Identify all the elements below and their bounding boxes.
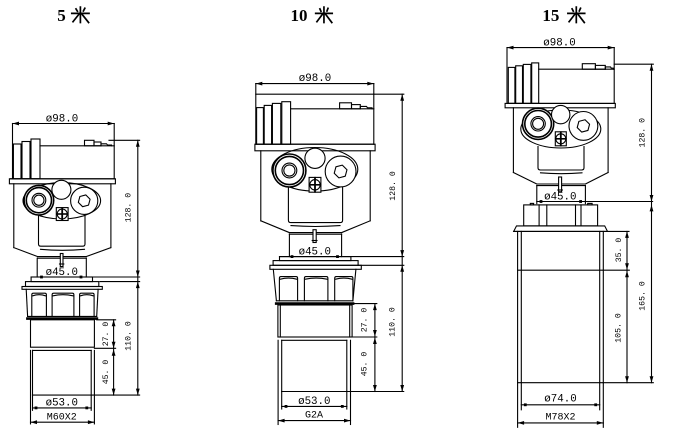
svg-text:110. 0: 110. 0 [389,307,398,337]
svg-text:ø53.0: ø53.0 [298,396,330,408]
svg-text:27. 0: 27. 0 [102,322,111,347]
svg-text:27. 0: 27. 0 [361,308,370,333]
svg-text:5: 5 [57,6,66,25]
svg-text:45. 0: 45. 0 [361,352,370,377]
svg-text:165. 0: 165. 0 [638,281,647,311]
svg-text:M60X2: M60X2 [47,413,77,424]
svg-text:ø98.0: ø98.0 [543,37,575,49]
svg-text:ø53.0: ø53.0 [46,397,78,409]
svg-text:45. 0: 45. 0 [102,360,111,385]
svg-text:ø45.0: ø45.0 [299,247,331,259]
svg-text:128. 0: 128. 0 [125,193,134,223]
svg-text:35. 0: 35. 0 [615,238,624,263]
svg-text:G2A: G2A [305,410,323,421]
svg-text:ø98.0: ø98.0 [299,73,331,85]
svg-text:128. 0: 128. 0 [389,171,398,201]
svg-text:110. 0: 110. 0 [124,321,133,351]
svg-text:ø74.0: ø74.0 [544,393,576,405]
svg-text:ø45.0: ø45.0 [46,267,78,279]
svg-text:ø98.0: ø98.0 [46,113,78,125]
svg-text:128. 0: 128. 0 [639,118,648,148]
svg-text:M78X2: M78X2 [545,413,575,424]
svg-text:ø45.0: ø45.0 [544,191,576,203]
svg-text:10: 10 [291,6,308,25]
svg-text:105. 0: 105. 0 [614,313,623,343]
svg-text:15: 15 [542,6,559,25]
